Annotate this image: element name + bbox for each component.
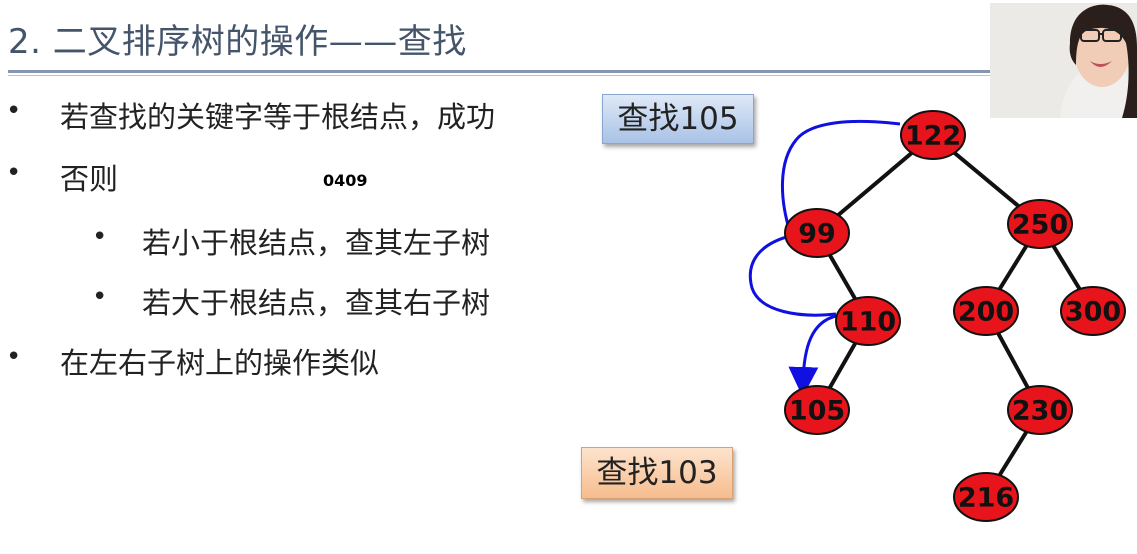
sub-bullet-item: 若大于根结点，查其右子树: [142, 286, 491, 320]
tree-node-99: 99: [784, 208, 850, 258]
tree-node-label: 110: [840, 307, 896, 338]
search-103-button[interactable]: 查找103: [581, 447, 733, 499]
slide-title: 2. 二叉排序树的操作——查找: [8, 22, 467, 62]
search-105-button[interactable]: 查找105: [602, 94, 754, 144]
tree-node-300: 300: [1060, 286, 1126, 336]
search-path-arrow: [780, 119, 901, 233]
tree-node-ellipse: [953, 472, 1019, 522]
tree-node-ellipse: [784, 208, 850, 258]
tree-node-230: 230: [1007, 385, 1073, 435]
tree-node-110: 110: [835, 296, 901, 346]
tree-node-ellipse: [953, 286, 1019, 336]
bullet-dot: •: [6, 158, 22, 188]
tree-node-label: 250: [1012, 210, 1068, 241]
title-underline: [8, 70, 993, 73]
tree-node-label: 200: [958, 297, 1014, 328]
tree-node-250: 250: [1007, 199, 1073, 249]
tree-node-ellipse: [1007, 385, 1073, 435]
bullet-item: 否则: [60, 162, 119, 196]
tree-node-ellipse: [784, 385, 850, 435]
tree-node-ellipse: [835, 296, 901, 346]
sub-bullet-item: 若小于根结点，查其左子树: [142, 226, 491, 260]
tree-node-122: 122: [900, 110, 966, 160]
tree-node-label: 122: [905, 121, 961, 152]
tree-node-ellipse: [1007, 199, 1073, 249]
sub-bullet-dot: •: [92, 222, 108, 252]
tree-node-label: 105: [789, 396, 845, 427]
bullet-item: 若查找的关键字等于根结点，成功: [60, 100, 496, 134]
tree-node-ellipse: [1060, 286, 1126, 336]
tree-node-200: 200: [953, 286, 1019, 336]
bullet-item: 在左右子树上的操作类似: [60, 346, 380, 380]
tree-node-label: 216: [958, 483, 1014, 514]
tree-node-216: 216: [953, 472, 1019, 522]
tree-node-label: 230: [1012, 396, 1068, 427]
title-underline-thin: [8, 75, 993, 76]
tree-node-105: 105: [784, 385, 850, 435]
search-path-arrow: [788, 314, 837, 397]
tree-node-label: 300: [1065, 297, 1121, 328]
search-path-arrow: [748, 234, 837, 317]
sub-bullet-dot: •: [92, 282, 108, 312]
tree-node-ellipse: [900, 110, 966, 160]
presenter-video-icon: [990, 3, 1137, 118]
tree-node-label: 99: [798, 219, 836, 250]
bullet-dot: •: [6, 96, 22, 126]
bullet-dot: •: [6, 342, 22, 372]
presenter-webcam: [990, 3, 1137, 118]
overlay-code: 0409: [323, 171, 368, 190]
